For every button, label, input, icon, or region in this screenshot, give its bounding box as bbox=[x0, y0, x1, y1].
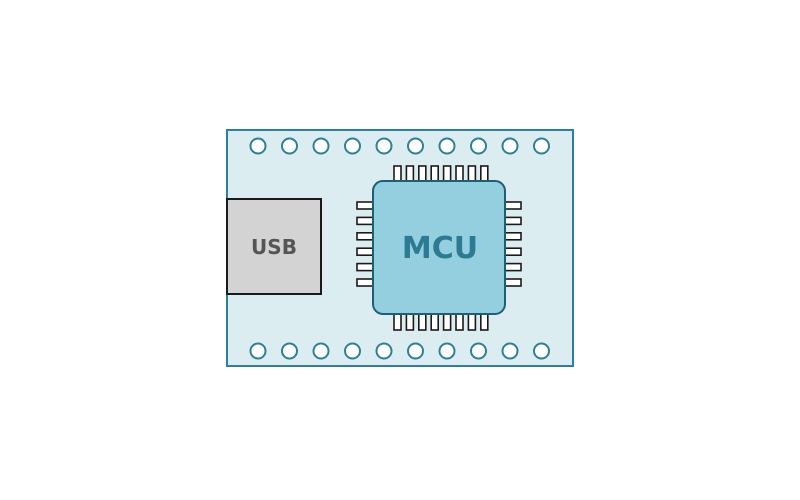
bottom-header-hole bbox=[501, 342, 519, 360]
top-header-hole bbox=[312, 137, 330, 155]
bottom-header-hole bbox=[407, 342, 424, 360]
top-header-hole bbox=[501, 137, 519, 155]
top-header-hole bbox=[249, 137, 267, 155]
top-header-hole bbox=[344, 137, 361, 155]
top-header-hole bbox=[281, 137, 298, 155]
bottom-header-hole bbox=[470, 342, 487, 360]
bottom-header-holes bbox=[249, 342, 550, 360]
usb-label: USB bbox=[251, 235, 297, 259]
bottom-header-hole bbox=[533, 342, 550, 360]
top-header-hole bbox=[533, 137, 550, 155]
top-header-hole bbox=[470, 137, 487, 155]
bottom-header-hole bbox=[344, 342, 361, 360]
bottom-header-hole bbox=[375, 342, 393, 360]
top-header-holes bbox=[249, 137, 550, 155]
top-header-hole bbox=[375, 137, 393, 155]
bottom-header-hole bbox=[249, 342, 267, 360]
bottom-header-hole bbox=[312, 342, 330, 360]
top-header-hole bbox=[438, 137, 456, 155]
mcu-label: MCU bbox=[402, 231, 478, 266]
bottom-header-hole bbox=[281, 342, 298, 360]
bottom-header-hole bbox=[438, 342, 456, 360]
usb-connector bbox=[226, 198, 322, 295]
top-header-hole bbox=[407, 137, 424, 155]
mcu-chip bbox=[372, 180, 506, 315]
